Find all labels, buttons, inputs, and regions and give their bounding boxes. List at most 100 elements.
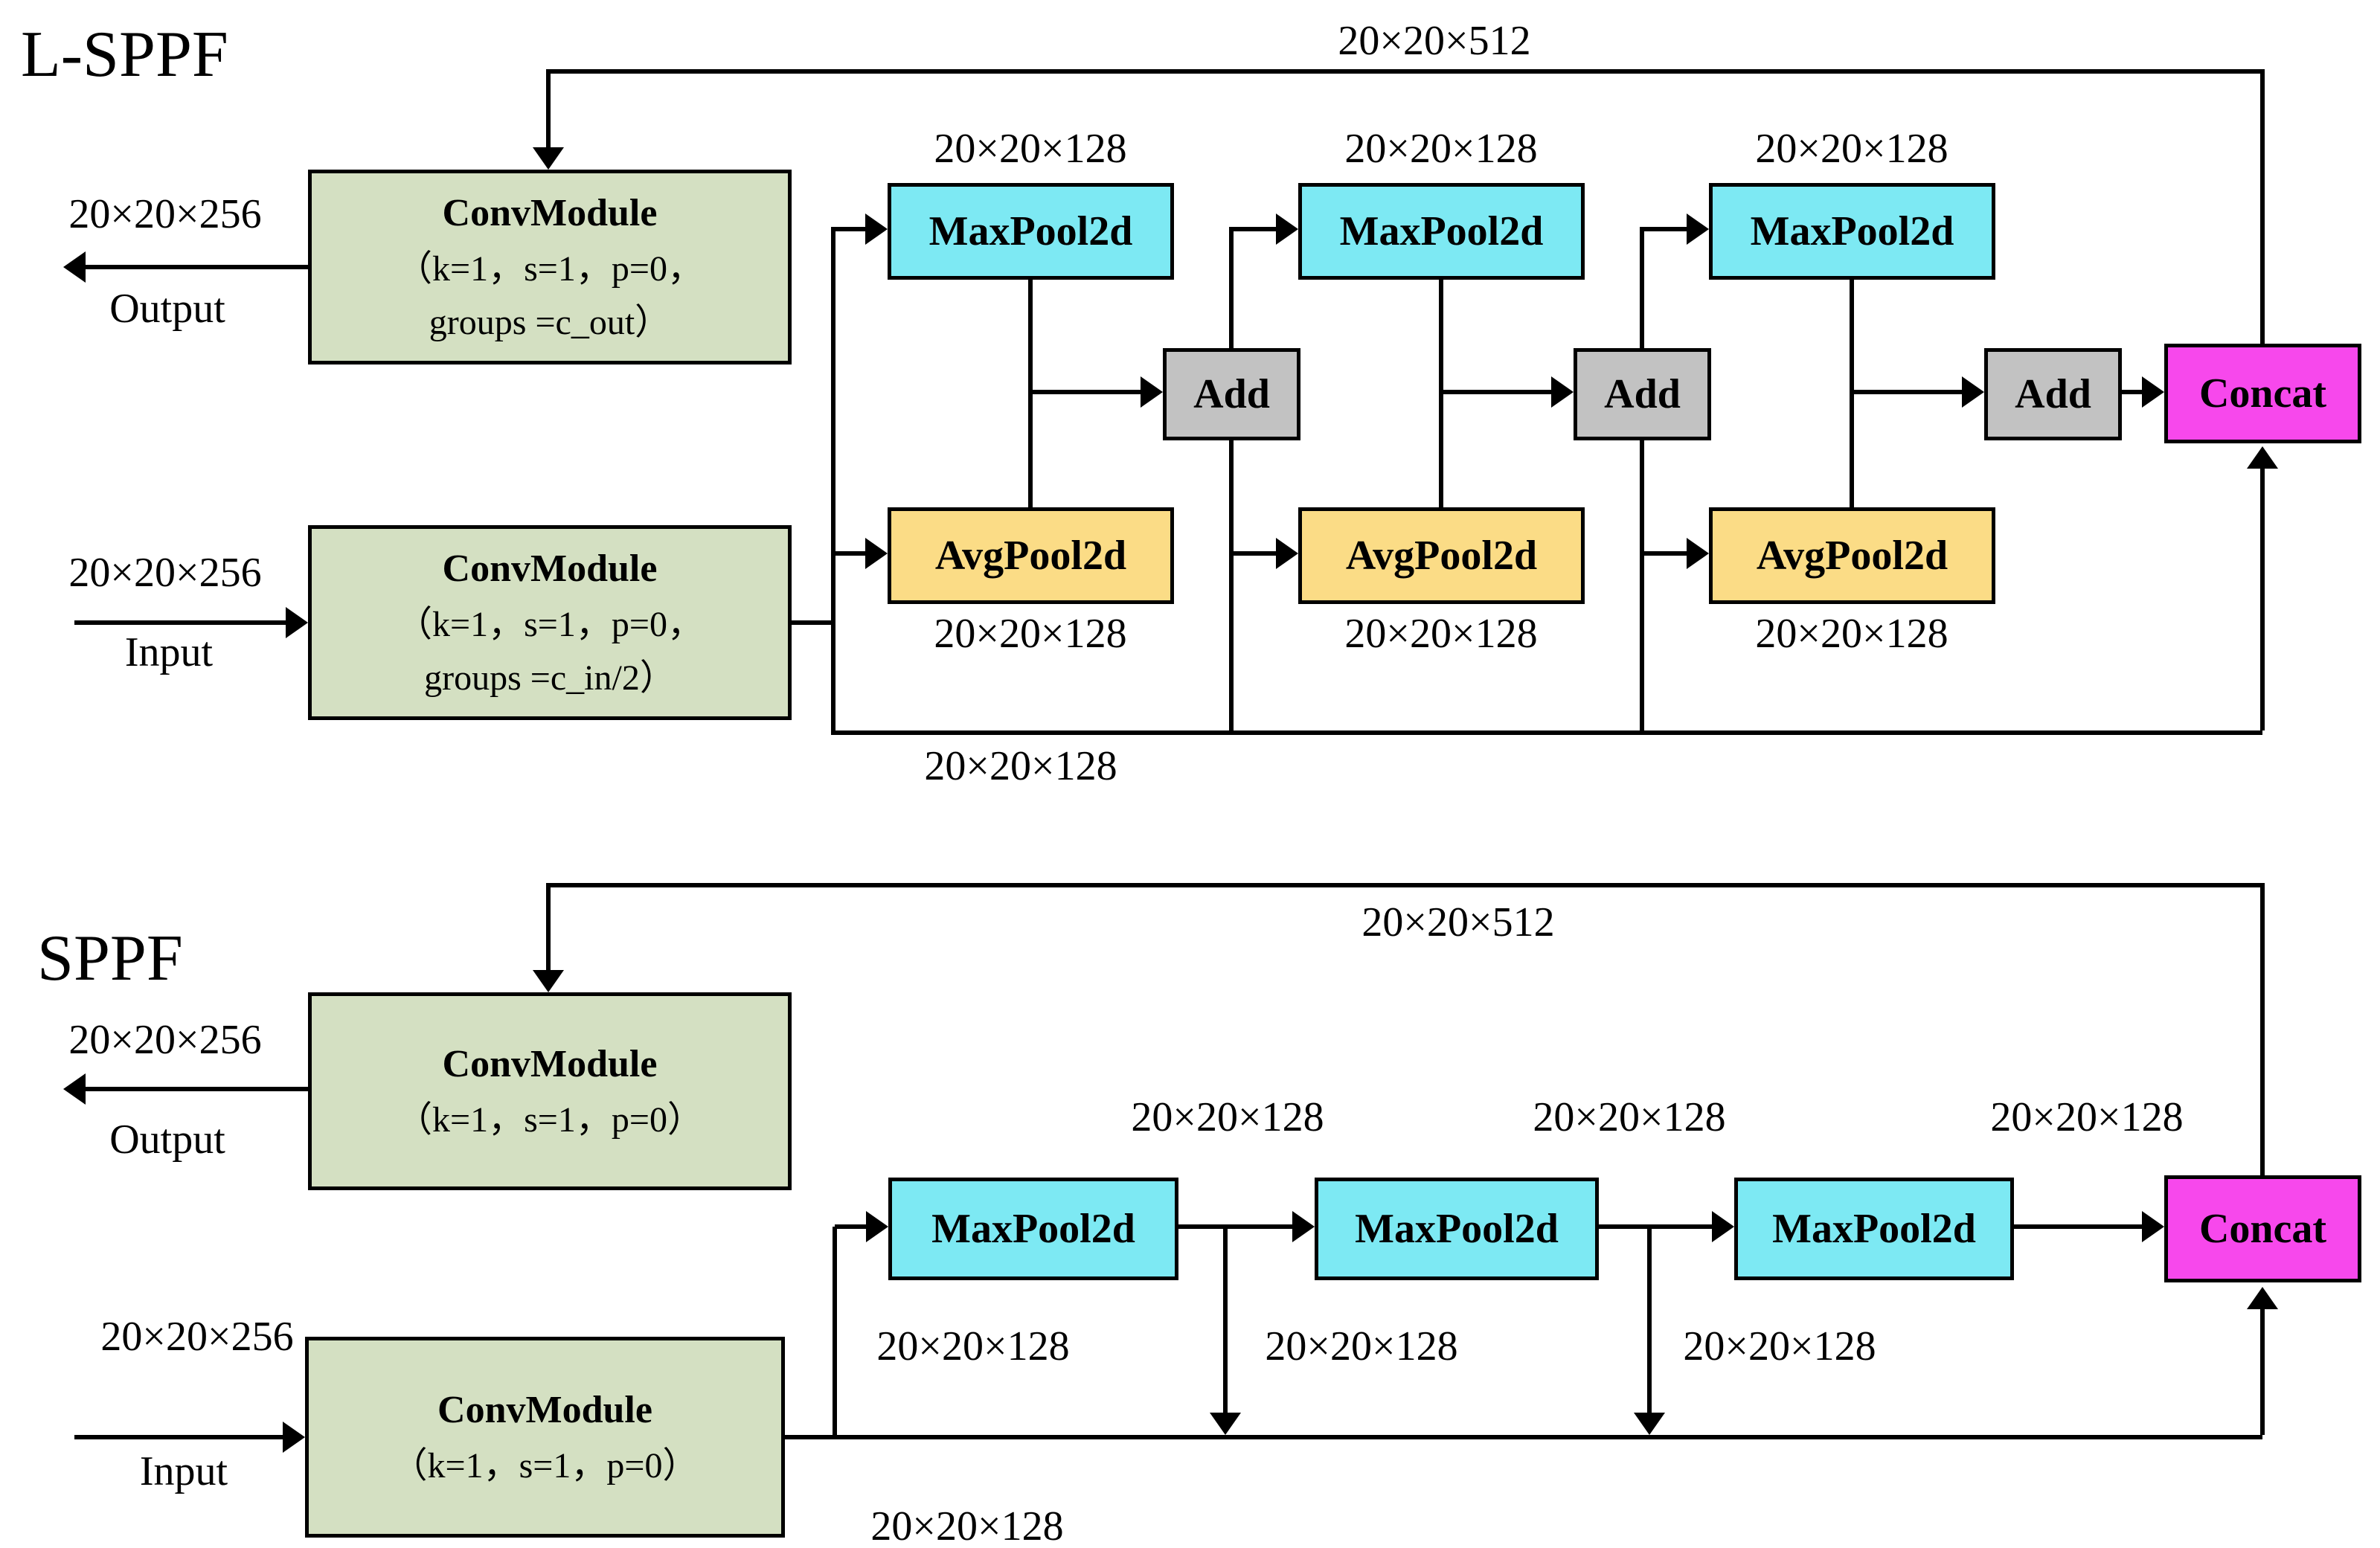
arrowhead-down xyxy=(533,970,564,992)
convmodule-output-label: （k=1，s=1，p=0） xyxy=(397,1100,703,1140)
flow-line xyxy=(1852,390,1963,394)
convmodule-output-label: ConvModule xyxy=(442,1043,658,1085)
flow-line xyxy=(831,730,2262,735)
maxpool-2-label: MaxPool2d xyxy=(1339,208,1544,254)
dimension-label: 20×20×128 xyxy=(1755,611,1948,657)
arrowhead-right xyxy=(1551,376,1574,408)
dimension-label: 20×20×128 xyxy=(876,1323,1070,1369)
arrowhead-right xyxy=(865,213,888,245)
avgpool-3-label: AvgPool2d xyxy=(1756,533,1948,579)
flow-line xyxy=(833,1227,837,1435)
maxpool-2-box: MaxPool2d xyxy=(1315,1178,1599,1280)
flow-line xyxy=(1231,227,1277,231)
arrowhead-right xyxy=(1141,376,1163,408)
dimension-label: 20×20×128 xyxy=(1533,1094,1726,1140)
dimension-label: 20×20×128 xyxy=(934,126,1127,172)
flow-line xyxy=(1640,227,1644,348)
maxpool-3-label: MaxPool2d xyxy=(1772,1206,1976,1252)
convmodule-output-box: ConvModule （k=1，s=1，p=0） xyxy=(308,992,792,1190)
dimension-label: 20×20×128 xyxy=(1344,126,1538,172)
flow-line xyxy=(1647,1227,1652,1414)
maxpool-1-label: MaxPool2d xyxy=(928,208,1133,254)
dimension-label: 20×20×128 xyxy=(1131,1094,1324,1140)
arrowhead-right xyxy=(2142,376,2164,408)
dimension-label: 20×20×256 xyxy=(100,1314,294,1360)
maxpool-1-box: MaxPool2d xyxy=(888,183,1174,280)
arrowhead-right xyxy=(283,1422,305,1453)
convmodule-input-label: ConvModule xyxy=(442,547,658,590)
concat-box: Concat xyxy=(2164,1175,2361,1282)
avgpool-2-label: AvgPool2d xyxy=(1345,533,1538,579)
convmodule-output-label: （k=1，s=1，p=0， xyxy=(397,249,703,289)
add-3-label: Add xyxy=(2015,371,2091,417)
arrowhead-right xyxy=(1687,538,1709,569)
dimension-label: Output xyxy=(109,1117,225,1163)
convmodule-input-label: （k=1，s=1，p=0） xyxy=(391,1446,699,1486)
dimension-label: 20×20×128 xyxy=(924,743,1117,789)
convmodule-output-box: ConvModule （k=1，s=1，p=0， groups =c_out） xyxy=(308,170,792,364)
maxpool-2-box: MaxPool2d xyxy=(1298,183,1585,280)
flow-line xyxy=(1178,1224,1294,1229)
dimension-label: 20×20×128 xyxy=(934,611,1127,657)
avgpool-1-label: AvgPool2d xyxy=(934,533,1127,579)
flow-line xyxy=(831,227,835,735)
arrowhead-right xyxy=(866,1211,888,1242)
arrowhead-right xyxy=(1962,376,1984,408)
arrowhead-right xyxy=(286,607,308,638)
add-2-box: Add xyxy=(1574,348,1711,440)
dimension-label: 20×20×128 xyxy=(1990,1094,2184,1140)
flow-line xyxy=(1229,440,1234,735)
flow-line xyxy=(1229,227,1234,348)
arrowhead-right xyxy=(2142,1211,2164,1242)
flow-line xyxy=(548,69,2262,74)
dimension-label: 20×20×128 xyxy=(1683,1323,1876,1369)
maxpool-3-box: MaxPool2d xyxy=(1709,183,1995,280)
dimension-label: Input xyxy=(124,629,214,675)
dimension-label: 20×20×256 xyxy=(68,550,262,596)
convmodule-output-label: ConvModule xyxy=(442,192,658,234)
convmodule-output-label: groups =c_out） xyxy=(429,303,671,342)
flow-line xyxy=(2260,69,2265,346)
flow-line xyxy=(1642,551,1688,556)
flow-line xyxy=(548,883,2262,887)
flow-line xyxy=(2122,390,2144,394)
flow-line xyxy=(74,1435,287,1439)
dimension-label: Input xyxy=(139,1448,228,1494)
dimension-label: 20×20×256 xyxy=(68,1017,262,1063)
arrowhead-left xyxy=(63,1073,86,1105)
flow-line xyxy=(2014,1224,2143,1229)
add-3-box: Add xyxy=(1984,348,2122,440)
flow-line xyxy=(792,620,833,625)
convmodule-input-box: ConvModule（k=1，s=1，p=0） xyxy=(305,1337,785,1538)
dimension-label: 20×20×256 xyxy=(68,191,262,237)
arrowhead-down xyxy=(1634,1413,1665,1435)
dimension-label: 20×20×128 xyxy=(1755,126,1948,172)
arrowhead-right xyxy=(1712,1211,1734,1242)
dimension-label: 20×20×512 xyxy=(1338,18,1531,64)
dimension-label: 20×20×128 xyxy=(1344,611,1538,657)
maxpool-3-box: MaxPool2d xyxy=(1734,1178,2014,1280)
flow-line xyxy=(2260,883,2265,1175)
arrowhead-right xyxy=(1687,213,1709,245)
dimension-label: Output xyxy=(109,286,225,332)
maxpool-3-label: MaxPool2d xyxy=(1750,208,1954,254)
flow-line xyxy=(2260,467,2265,730)
flow-line xyxy=(1599,1224,1713,1229)
avgpool-2-box: AvgPool2d xyxy=(1298,507,1585,604)
flow-line xyxy=(1223,1227,1228,1414)
dimension-label: 20×20×512 xyxy=(1361,899,1555,945)
arrowhead-right xyxy=(1276,538,1298,569)
convmodule-input-label: （k=1，s=1，p=0， xyxy=(397,605,703,644)
flow-line xyxy=(1642,227,1688,231)
flow-line xyxy=(833,551,869,556)
flow-line xyxy=(1231,551,1277,556)
flow-line xyxy=(82,1087,308,1091)
avgpool-1-box: AvgPool2d xyxy=(888,507,1174,604)
arrowhead-up xyxy=(2247,1287,2278,1309)
concat-label: Concat xyxy=(2198,370,2327,417)
concat-box: Concat xyxy=(2164,344,2361,443)
flow-line xyxy=(546,69,551,151)
dimension-label: 20×20×128 xyxy=(1265,1323,1458,1369)
concat-label: Concat xyxy=(2198,1206,2327,1252)
flow-line xyxy=(546,883,551,971)
